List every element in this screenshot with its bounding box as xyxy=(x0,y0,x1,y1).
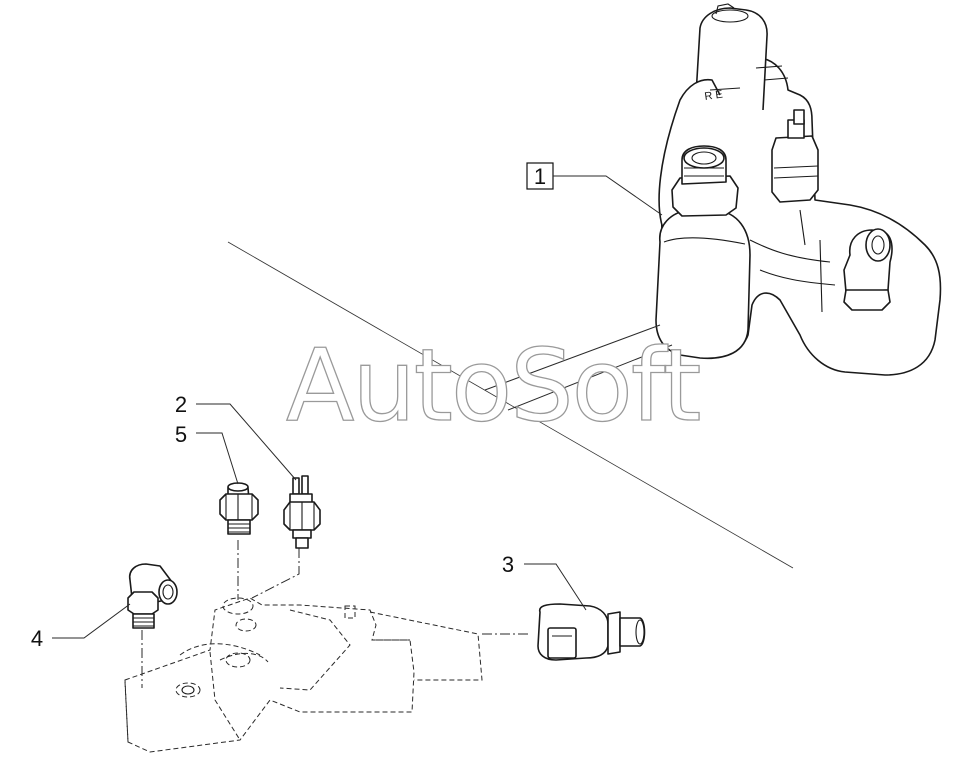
part-3-solenoid-valve[interactable] xyxy=(537,603,646,661)
part-1-valve-block[interactable]: R E xyxy=(655,3,942,376)
callout-1-pointer-b xyxy=(507,344,673,411)
callout-1-leader xyxy=(553,175,663,216)
centerline-part-2 xyxy=(251,548,300,599)
part-1-stamp: R E xyxy=(704,89,724,103)
part-4-elbow-fitting[interactable] xyxy=(127,563,178,629)
callout-1-label: 1 xyxy=(534,164,546,189)
callout-2-leader xyxy=(196,403,297,481)
callout-4[interactable]: 4 xyxy=(31,603,131,651)
callout-4-label: 4 xyxy=(31,626,43,651)
callout-1[interactable]: 1 xyxy=(484,162,673,411)
callout-5-label: 5 xyxy=(175,422,187,447)
callout-3-leader xyxy=(524,563,587,611)
callout-1-box xyxy=(526,162,554,190)
callout-2-label: 2 xyxy=(175,392,187,417)
callout-5-leader xyxy=(196,432,239,485)
callout-2[interactable]: 2 xyxy=(175,392,297,481)
callout-4-leader xyxy=(52,603,131,639)
callout-1-pointer-a xyxy=(484,324,661,391)
watermark-text: AutoSoft xyxy=(286,327,700,444)
part-5-adapter-fitting[interactable] xyxy=(219,482,259,535)
callout-5[interactable]: 5 xyxy=(175,422,239,485)
part-2-sender-switch[interactable] xyxy=(283,475,321,549)
mounting-bracket-ghost xyxy=(124,597,483,753)
callout-3[interactable]: 3 xyxy=(502,552,587,611)
reference-line xyxy=(227,241,794,569)
callout-3-label: 3 xyxy=(502,552,514,577)
